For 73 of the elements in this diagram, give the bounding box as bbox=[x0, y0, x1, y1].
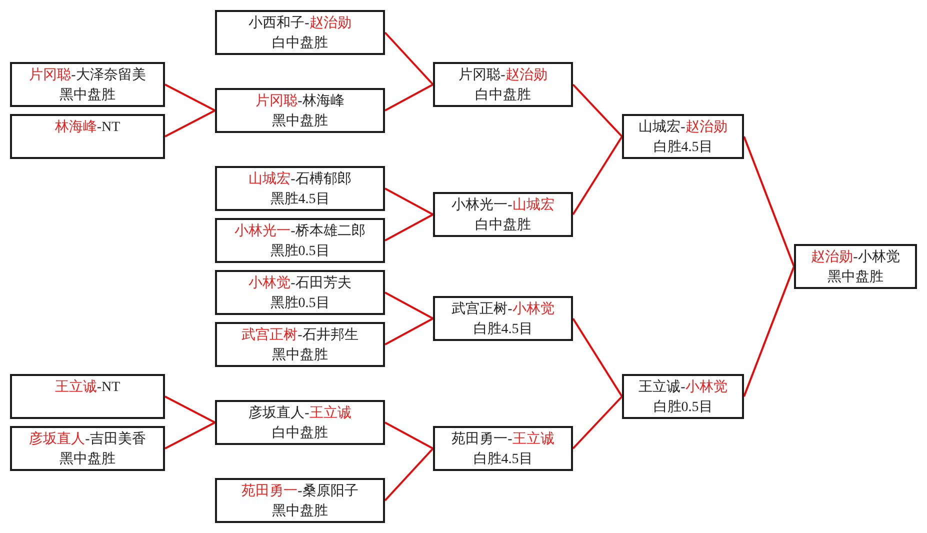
bracket-line bbox=[572, 396, 623, 450]
match-players: 王立诚-小林觉 bbox=[638, 378, 728, 397]
match-result: 黑中盘胜 bbox=[272, 346, 328, 365]
match-players: 小西和子-赵治勋 bbox=[248, 14, 352, 33]
match-players: 山城宏-石榑郁郎 bbox=[248, 170, 352, 189]
match-result: 白胜4.5目 bbox=[473, 450, 533, 469]
match-result: 白胜4.5目 bbox=[653, 138, 713, 157]
match-players: 片冈聪-林海峰 bbox=[256, 92, 344, 111]
bracket-line bbox=[164, 396, 216, 424]
match-result: 黑胜0.5目 bbox=[270, 242, 330, 261]
match-result: 白胜4.5目 bbox=[473, 320, 533, 339]
bracket-line bbox=[384, 32, 434, 86]
bracket-line bbox=[164, 110, 216, 138]
match-box bbox=[215, 88, 385, 133]
bracket-line bbox=[384, 84, 434, 112]
match-box bbox=[215, 218, 385, 263]
match-result: 白中盘胜 bbox=[272, 424, 328, 443]
match-box bbox=[433, 62, 573, 107]
match-box bbox=[215, 322, 385, 367]
match-players: 武宫正树-石井邦生 bbox=[242, 326, 358, 345]
bracket-line bbox=[384, 422, 434, 450]
bracket-line bbox=[384, 318, 434, 346]
match-players: 赵治勋-小林觉 bbox=[811, 248, 900, 267]
bracket-line bbox=[743, 266, 795, 397]
match-box bbox=[433, 192, 573, 237]
bracket-line bbox=[164, 84, 216, 112]
match-players: 小林光一-山城宏 bbox=[452, 196, 554, 215]
match-result: 黑胜4.5目 bbox=[270, 190, 330, 209]
bracket-line bbox=[572, 318, 623, 398]
match-players: 彦坂直人-吉田美香 bbox=[29, 430, 146, 449]
match-box bbox=[10, 62, 165, 107]
match-players: 武宫正树-小林觉 bbox=[452, 300, 554, 319]
bracket-line bbox=[384, 214, 434, 242]
match-result: 白中盘胜 bbox=[272, 34, 328, 53]
match-result: 白中盘胜 bbox=[475, 86, 531, 105]
bracket-line bbox=[743, 136, 795, 267]
match-players: 王立诚-NT bbox=[54, 378, 120, 397]
match-players: 片冈聪-大泽奈留美 bbox=[29, 66, 146, 85]
match-result: 黑中盘胜 bbox=[60, 450, 116, 469]
bracket-line bbox=[572, 84, 623, 138]
bracket-line bbox=[164, 422, 216, 450]
match-players: 苑田勇一-桑原阳子 bbox=[242, 482, 358, 501]
bracket-line bbox=[384, 448, 434, 502]
match-box bbox=[215, 270, 385, 315]
match-result: 黑中盘胜 bbox=[272, 112, 328, 131]
match-box bbox=[215, 400, 385, 445]
match-players: 彦坂直人-王立诚 bbox=[248, 404, 352, 423]
match-players: 林海峰-NT bbox=[54, 118, 120, 137]
match-players: 苑田勇一-王立诚 bbox=[452, 430, 554, 449]
match-box bbox=[10, 426, 165, 471]
match-box bbox=[433, 426, 573, 471]
bracket-line bbox=[384, 188, 434, 216]
match-box bbox=[622, 114, 744, 159]
match-box bbox=[433, 296, 573, 341]
bracket-line bbox=[384, 292, 434, 320]
match-box bbox=[215, 478, 385, 523]
bracket-line bbox=[572, 136, 623, 216]
match-players: 小林觉-石田芳夫 bbox=[248, 274, 352, 293]
match-box bbox=[215, 166, 385, 211]
match-result: 黑胜0.5目 bbox=[270, 294, 330, 313]
match-players: 小林光一-桥本雄二郎 bbox=[234, 222, 366, 241]
match-box bbox=[622, 374, 744, 419]
match-result: 白胜0.5目 bbox=[653, 398, 713, 417]
match-result: 白中盘胜 bbox=[475, 216, 531, 235]
match-box bbox=[215, 10, 385, 55]
match-box bbox=[10, 374, 165, 419]
match-players: 山城宏-赵治勋 bbox=[638, 118, 728, 137]
match-players: 片冈聪-赵治勋 bbox=[458, 66, 548, 85]
match-result: 黑中盘胜 bbox=[828, 268, 884, 287]
match-result: 黑中盘胜 bbox=[272, 502, 328, 521]
match-box bbox=[794, 244, 917, 289]
match-result: 黑中盘胜 bbox=[60, 86, 116, 105]
match-box bbox=[10, 114, 165, 159]
